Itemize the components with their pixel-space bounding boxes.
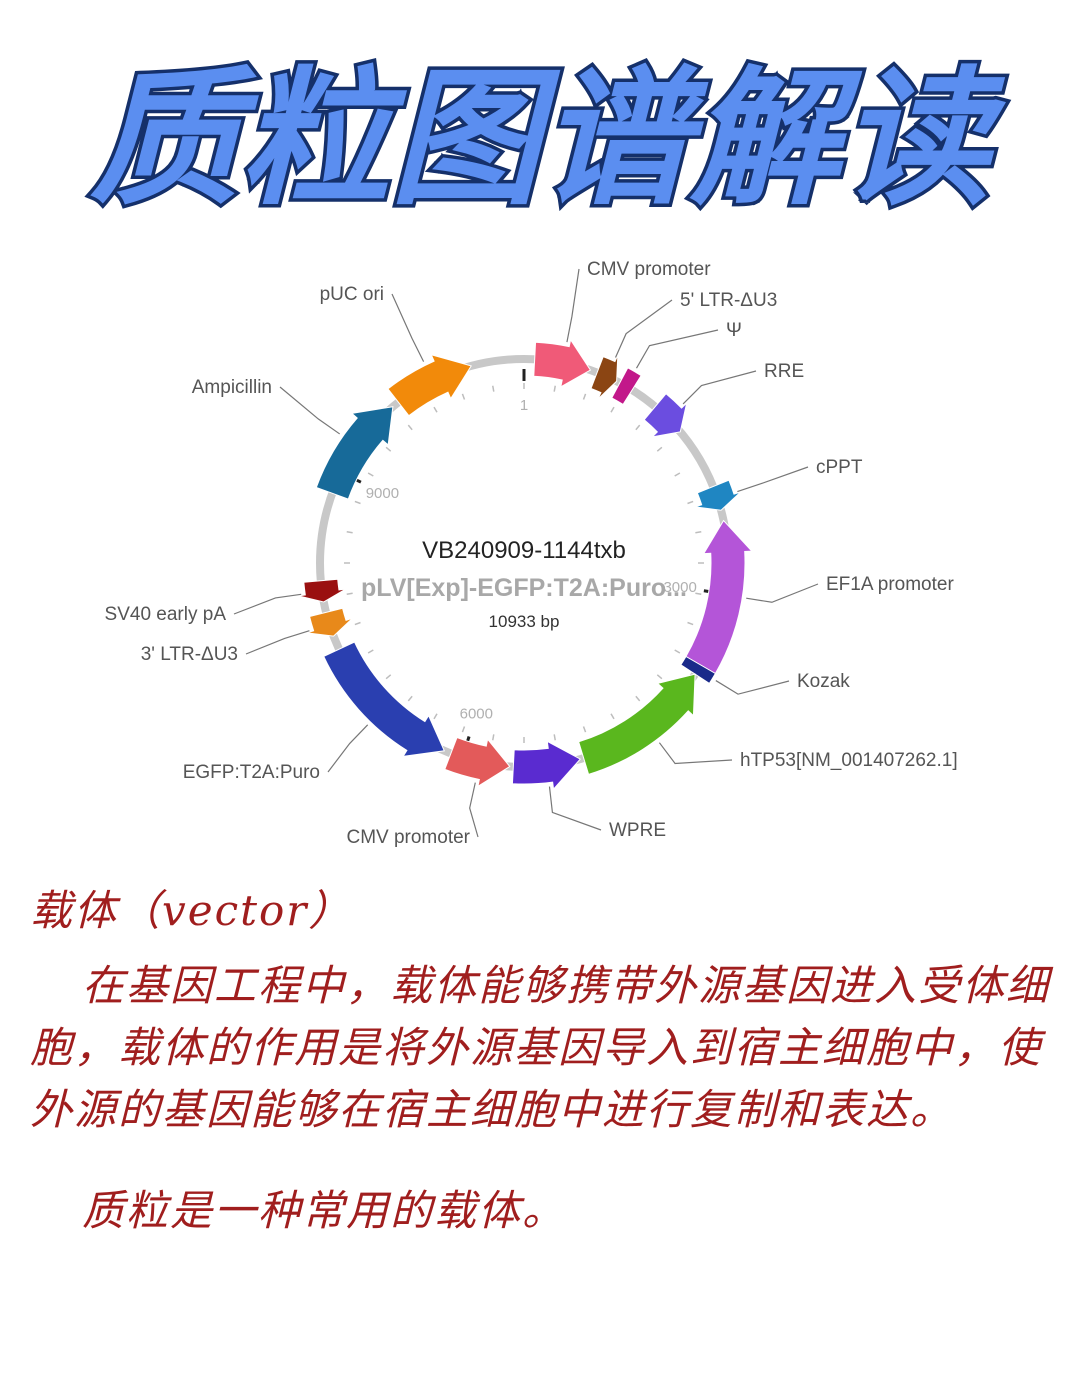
- minor-tick: [354, 500, 361, 505]
- label-leader: [682, 370, 757, 405]
- label-leader: [566, 268, 580, 343]
- label-leader: [658, 742, 733, 765]
- feature-arrows: [298, 338, 753, 791]
- plasmid-name: pLV[Exp]-EGFP:T2A:Puro...: [361, 574, 687, 602]
- feature-arrow-egfp-t2a-puro: [323, 641, 446, 757]
- minor-tick: [407, 695, 413, 702]
- note-closing: 质粒是一种常用的载体。: [82, 1186, 567, 1235]
- feature-label: CMV promoter: [346, 827, 470, 848]
- minor-tick: [354, 621, 361, 626]
- page-title: 质粒图谱解读: [90, 53, 1006, 225]
- feature-label: Kozak: [797, 671, 850, 692]
- feature-label: SV40 early pA: [105, 604, 227, 625]
- label-leader: [635, 329, 719, 369]
- position-label: 9000: [366, 485, 399, 502]
- feature-label: 5' LTR-ΔU3: [680, 290, 777, 311]
- label-leader: [469, 782, 479, 838]
- note-paragraph: 在基因工程中，载体能够携带外源基因进入受体细胞，载体的作用是将外源基因导入到宿主…: [30, 961, 1051, 1134]
- feature-label: EF1A promoter: [826, 574, 954, 595]
- plasmid-id: VB240909-1144txb: [422, 537, 626, 564]
- position-label: 1: [520, 397, 528, 414]
- plasmid-size: 10933 bp: [489, 612, 560, 631]
- feature-arrow-ef1a-promoter: [685, 519, 753, 675]
- title-graphic: 质粒图谱解读: [87, 50, 1010, 229]
- feature-label: 3' LTR-ΔU3: [141, 644, 238, 665]
- minor-tick: [553, 734, 556, 741]
- minor-tick: [695, 531, 702, 534]
- minor-tick: [367, 649, 374, 654]
- minor-tick: [635, 695, 641, 702]
- minor-tick: [582, 726, 587, 733]
- feature-arrow-htp53-nm-001407262-1: [578, 673, 696, 775]
- feature-label: EGFP:T2A:Puro: [183, 762, 320, 783]
- minor-tick: [582, 393, 587, 400]
- feature-label: Ampicillin: [192, 377, 272, 398]
- feature-label: cPPT: [816, 457, 863, 478]
- feature-arrow-puc-ori: [387, 353, 472, 417]
- feature-arrow-cppt: [694, 479, 741, 511]
- feature-label: WPRE: [609, 820, 666, 841]
- feature-arrow-wpre: [511, 740, 582, 791]
- position-label: 6000: [460, 706, 493, 723]
- label-leaders: [233, 268, 819, 838]
- feature-label: pUC ori: [320, 284, 384, 305]
- minor-tick: [674, 649, 681, 654]
- label-leader: [279, 386, 341, 435]
- minor-tick: [407, 424, 413, 431]
- feature-arrow-rre: [643, 392, 688, 438]
- minor-tick: [674, 472, 681, 477]
- label-leader: [327, 724, 369, 773]
- minor-tick: [492, 385, 495, 392]
- feature-arrow-ampicillin: [315, 406, 394, 500]
- minor-tick: [367, 472, 374, 477]
- label-leader: [614, 299, 673, 358]
- minor-tick: [610, 406, 615, 413]
- label-leader: [737, 466, 809, 493]
- minor-tick: [687, 500, 694, 505]
- minor-tick: [492, 734, 495, 741]
- feature-label: Ψ: [726, 320, 742, 341]
- feature-arrow-sv40-early-pa: [298, 578, 347, 603]
- minor-tick: [635, 424, 641, 431]
- feature-arrow-: [611, 367, 642, 406]
- minor-tick: [461, 726, 466, 733]
- feature-arrow-3-ltr-u3: [306, 607, 354, 637]
- minor-tick: [656, 674, 663, 680]
- feature-arrow-cmv-promoter: [444, 736, 511, 788]
- minor-tick: [610, 713, 615, 720]
- minor-tick: [385, 674, 392, 680]
- label-leader: [391, 293, 425, 362]
- label-leader: [245, 630, 310, 655]
- minor-tick: [695, 592, 702, 595]
- minor-tick: [433, 406, 438, 413]
- feature-label: RRE: [764, 361, 804, 382]
- minor-tick: [385, 446, 392, 452]
- position-label: 3000: [663, 579, 696, 596]
- feature-arrow-kozak: [680, 655, 717, 685]
- label-leader: [548, 786, 602, 831]
- minor-tick: [433, 713, 438, 720]
- feature-label: CMV promoter: [587, 259, 711, 280]
- minor-tick: [553, 385, 556, 392]
- minor-tick: [656, 446, 663, 452]
- minor-tick: [346, 592, 353, 595]
- minor-tick: [687, 621, 694, 626]
- feature-arrow-cmv-promoter: [533, 338, 592, 388]
- label-leader: [746, 583, 819, 603]
- label-leader: [715, 680, 790, 695]
- position-labels: 1 3000 6000 9000: [366, 397, 697, 723]
- feature-label: hTP53[NM_001407262.1]: [740, 750, 958, 771]
- note-heading: 载体（vector）: [30, 886, 353, 935]
- minor-tick: [461, 393, 466, 400]
- minor-tick: [346, 531, 353, 534]
- title-banner: 质粒图谱解读: [0, 30, 1080, 230]
- label-leader: [233, 593, 302, 615]
- feature-arrow-5-ltr-u3: [590, 354, 619, 400]
